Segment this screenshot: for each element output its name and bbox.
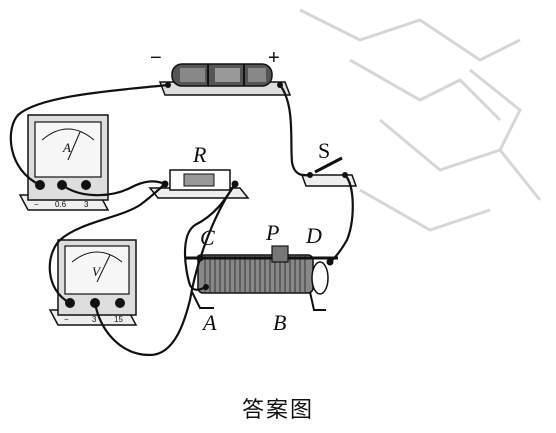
wire-battery-switch [278, 83, 312, 177]
wire-battery-ammeter [9, 83, 170, 187]
wire-resistor-rheostat [183, 182, 237, 291]
wire-ammeter-resistor [60, 180, 167, 197]
rheostat-label-d: D [305, 223, 322, 248]
ammeter: A − 0.6 3 [18, 114, 110, 211]
voltmeter-terminal-3: 3 [92, 315, 97, 324]
wire-switch-rheostat [328, 173, 354, 264]
figure-caption: 答案图 [241, 398, 314, 423]
wires [9, 83, 354, 357]
rheostat-label-b: B [273, 310, 286, 335]
ammeter-terminal-3: 3 [84, 200, 89, 209]
voltmeter-terminal-15: 15 [114, 315, 123, 324]
battery-positive-sign: + [268, 47, 280, 69]
voltmeter: V − 3 15 [48, 239, 138, 326]
switch: S [300, 138, 358, 187]
resistor-label: R [192, 142, 207, 167]
rheostat-label-p: P [265, 220, 279, 245]
watermark [299, 8, 542, 232]
rheostat-label-a: A [201, 310, 217, 335]
ammeter-terminal-0-6: 0.6 [55, 200, 67, 209]
battery-negative-sign: − [150, 47, 162, 69]
resistor: R [148, 142, 250, 199]
ammeter-terminal-neg: − [34, 200, 39, 209]
voltmeter-symbol: V [92, 264, 102, 279]
battery: − + [150, 47, 292, 96]
ammeter-symbol: A [62, 140, 71, 155]
wire-voltmeter-resistor-left [48, 182, 167, 305]
wire-voltmeter-resistor-right [93, 182, 237, 357]
voltmeter-terminal-neg: − [64, 315, 69, 324]
switch-label: S [318, 138, 330, 163]
rheostat: C P D A B [186, 220, 338, 335]
